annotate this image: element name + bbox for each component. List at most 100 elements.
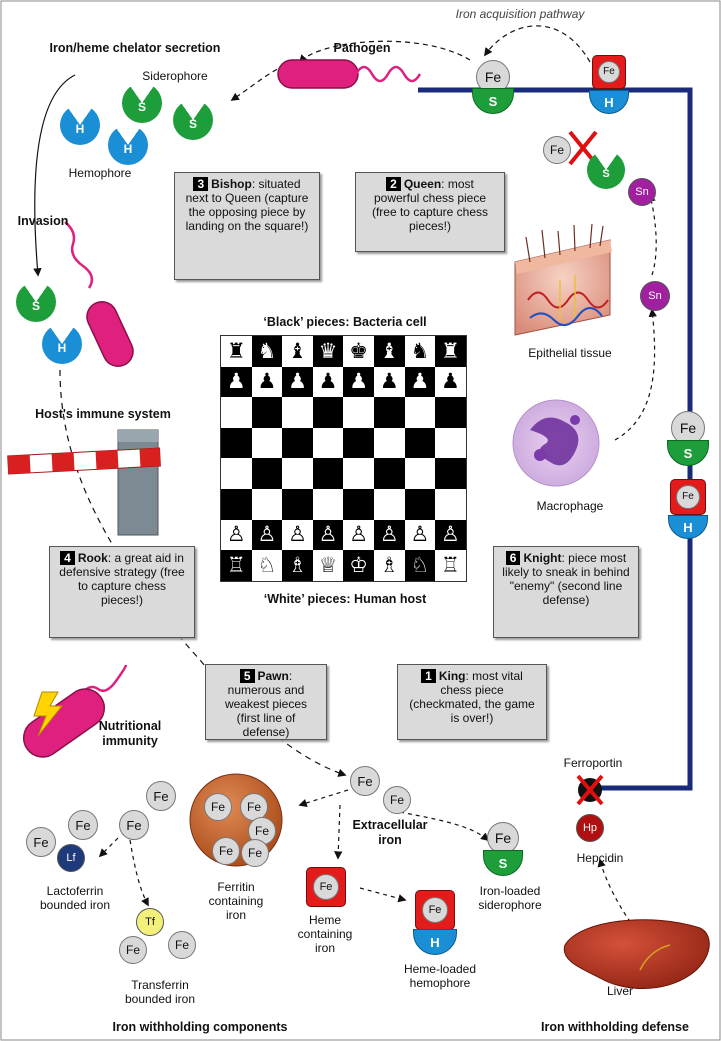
heme-iron-atom: Fe — [676, 485, 700, 509]
board-square: ♗ — [373, 550, 405, 581]
pawn-text: : numerous and weakest pieces (first lin… — [224, 669, 308, 739]
pathogen-secretion-arrow — [230, 64, 286, 101]
ferritin-label-3: iron — [225, 908, 246, 922]
skin-tissue-icon — [514, 223, 612, 336]
chelator-secretion-label: Iron/heme chelator secretion — [49, 41, 221, 55]
bishop-text: : situated next to Queen (capture the op… — [185, 177, 309, 233]
epithelial-label: Epithelial tissue — [528, 346, 612, 360]
chess-piece: ♘ — [257, 552, 277, 577]
board-square: ♙ — [373, 519, 405, 551]
chess-piece: ♟ — [441, 369, 460, 394]
board-square — [373, 397, 405, 428]
rook-name: Rook — [77, 551, 108, 565]
chess-piece: ♟ — [410, 369, 430, 394]
board-square — [282, 427, 313, 459]
iron-atom: Fe — [240, 793, 268, 821]
board-square — [343, 458, 374, 489]
board-rank-2: ♙♙♙♙♙♙♙♙ — [221, 519, 466, 551]
iron-atom: Fe — [168, 931, 196, 959]
iron-atom: Fe — [671, 411, 705, 445]
bishop-name: Bishop — [211, 177, 252, 191]
board-square: ♙ — [312, 519, 344, 551]
chess-piece: ♚ — [349, 338, 369, 363]
queen-number: 2 — [386, 177, 401, 191]
to-ferritin-arrow — [298, 789, 349, 808]
iron-loaded-label-2: siderophore — [478, 898, 542, 912]
board-square — [221, 458, 252, 489]
acquisition-pathway-arrow — [484, 25, 591, 63]
heme-iron-atom: Fe — [312, 873, 340, 901]
macrophage-label: Macrophage — [536, 499, 604, 513]
board-square — [221, 488, 252, 520]
rook-text: : a great aid in defensive strategy (fre… — [59, 551, 185, 607]
fe-to-lf-arrow — [98, 837, 119, 858]
iron-atom: Fe — [212, 837, 240, 865]
board-square: ♜ — [221, 336, 252, 367]
pathogen-label: Pathogen — [333, 41, 391, 55]
ferritin-label-2: containing — [208, 894, 264, 908]
board-square — [282, 488, 313, 520]
chess-piece: ♘ — [410, 552, 430, 577]
chess-piece: ♙ — [288, 522, 307, 547]
chess-piece: ♟ — [349, 369, 369, 394]
chess-piece: ♙ — [349, 522, 369, 547]
board-square — [251, 427, 283, 459]
queen-text: : most powerful chess piece (free to cap… — [371, 177, 489, 233]
invasion-arrow — [33, 74, 76, 277]
chess-piece: ♟ — [288, 369, 307, 394]
chess-piece: ♞ — [257, 338, 277, 363]
chess-piece: ♜ — [226, 338, 246, 363]
board-rank-8: ♜♞♝♛♚♝♞♜ — [221, 336, 466, 367]
siderophore-molecule: S — [16, 282, 56, 322]
chess-piece: ♗ — [379, 552, 399, 577]
pathogen-flagellum — [354, 65, 422, 83]
heme-loaded-label-1: Heme-loaded — [403, 962, 477, 976]
black-pieces-label: ‘Black’ pieces: Bacteria cell — [263, 315, 427, 329]
iron-atom: Fe — [119, 936, 147, 964]
board-square — [404, 427, 436, 459]
chess-piece: ♙ — [257, 522, 277, 547]
liver-vessel — [639, 944, 671, 971]
barrier-gate-icon — [7, 429, 161, 536]
fe-to-tf-arrow — [129, 839, 149, 907]
lactoferrin-label-1: Lactoferrin — [46, 884, 104, 898]
chess-piece: ♕ — [318, 552, 338, 577]
extracellular-label-2: iron — [378, 833, 402, 847]
pawn-name: Pawn — [257, 669, 289, 683]
host-immune-label: Host's immune system — [35, 407, 171, 421]
board-square: ♖ — [221, 550, 252, 581]
board-square: ♙ — [251, 519, 283, 551]
board-square — [282, 397, 313, 428]
lactoferrin-label-2: bounded iron — [39, 898, 111, 912]
board-rank-1: ♖♘♗♕♔♗♘♖ — [221, 550, 466, 581]
board-square: ♟ — [221, 366, 252, 398]
extracellular-label-1: Extracellular — [352, 818, 428, 832]
siderophore-molecule: S — [587, 151, 625, 189]
chess-piece: ♙ — [379, 522, 399, 547]
board-square: ♞ — [251, 336, 283, 367]
board-square: ♖ — [435, 550, 466, 581]
rook-number: 4 — [60, 551, 75, 565]
board-square — [221, 427, 252, 459]
board-rank-7: ♟♟♟♟♟♟♟♟ — [221, 366, 466, 398]
board-rank-5 — [221, 427, 466, 459]
iron-atom: Fe — [383, 786, 411, 814]
invasion-label: Invasion — [17, 214, 69, 228]
board-square — [221, 397, 252, 428]
iron-atom: Fe — [26, 827, 56, 857]
board-square: ♟ — [312, 366, 344, 398]
board-square: ♙ — [435, 519, 466, 551]
board-square: ♗ — [282, 550, 313, 581]
heme-iron-label-2: containing — [297, 927, 353, 941]
iron-atom: Fe — [487, 822, 519, 854]
board-square — [251, 397, 283, 428]
iron-atom: Fe — [204, 793, 232, 821]
board-square: ♚ — [343, 336, 374, 367]
chess-piece: ♙ — [410, 522, 430, 547]
